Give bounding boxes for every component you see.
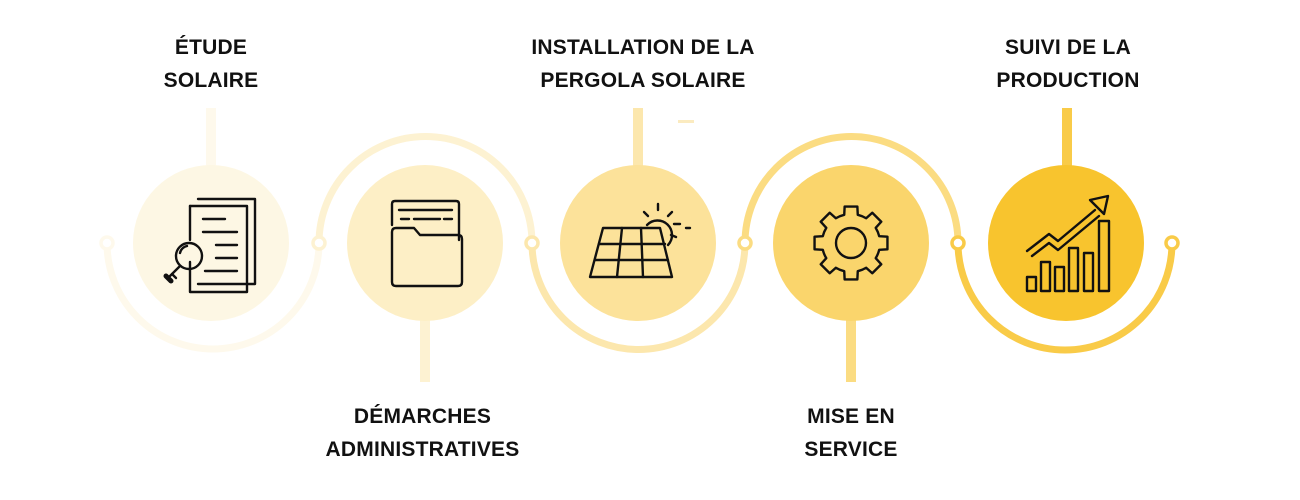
stem-5 <box>1062 108 1072 168</box>
connector-arc-5 <box>954 239 1176 354</box>
step-2-title-line-2: ADMINISTRATIVES <box>325 438 520 461</box>
step-3-title-line-2: PERGOLA SOLAIRE <box>540 69 746 92</box>
document-search-icon <box>163 197 257 294</box>
tick-mark <box>678 120 694 123</box>
step-4-title-line-2: SERVICE <box>804 438 898 461</box>
step-2-title-line-1: DÉMARCHES <box>353 405 492 428</box>
step-label-installation-pergola: INSTALLATION DE LA PERGOLA SOLAIRE <box>508 31 778 97</box>
step-circle-4 <box>773 165 929 321</box>
step-4-title-line-1: MISE EN <box>807 405 895 428</box>
node-dot-6 <box>1164 235 1180 251</box>
step-label-mise-en-service: MISE EN SERVICE <box>751 400 951 466</box>
step-circle-1 <box>133 165 289 321</box>
step-1-title-line-1: ÉTUDE <box>174 36 248 59</box>
stem-4 <box>846 320 856 382</box>
stem-2 <box>420 320 430 382</box>
connector-arcs <box>103 133 1176 354</box>
connector-arc-1 <box>103 239 323 353</box>
step-5-title-line-1: SUIVI DE LA <box>1005 36 1131 59</box>
step-3-title-line-1: INSTALLATION DE LA <box>531 36 755 59</box>
node-dot-2 <box>311 235 327 251</box>
step-circle-2 <box>347 165 503 321</box>
connector-arc-4 <box>741 133 962 247</box>
node-dot-4 <box>737 235 753 251</box>
node-dot-5 <box>950 235 966 251</box>
solar-panel-sun-icon <box>588 202 692 279</box>
node-dot-3 <box>524 235 540 251</box>
stem-3 <box>633 108 643 168</box>
stems <box>206 108 1072 382</box>
connector-arc-3 <box>528 239 749 353</box>
node-dot-1 <box>99 235 115 251</box>
gear-icon <box>813 205 889 281</box>
step-1-title-line-2: SOLAIRE <box>163 69 259 92</box>
growth-chart-icon <box>1025 194 1111 293</box>
step-label-suivi-production: SUIVI DE LA PRODUCTION <box>963 31 1173 97</box>
step-5-title-line-2: PRODUCTION <box>996 69 1140 92</box>
folder-icon <box>390 199 464 288</box>
step-label-demarches-administratives: DÉMARCHES ADMINISTRATIVES <box>300 400 545 466</box>
step-label-etude-solaire: ÉTUDE SOLAIRE <box>111 31 311 97</box>
node-dots <box>99 235 1180 251</box>
connector-arc-2 <box>315 133 536 247</box>
stem-1 <box>206 108 216 168</box>
